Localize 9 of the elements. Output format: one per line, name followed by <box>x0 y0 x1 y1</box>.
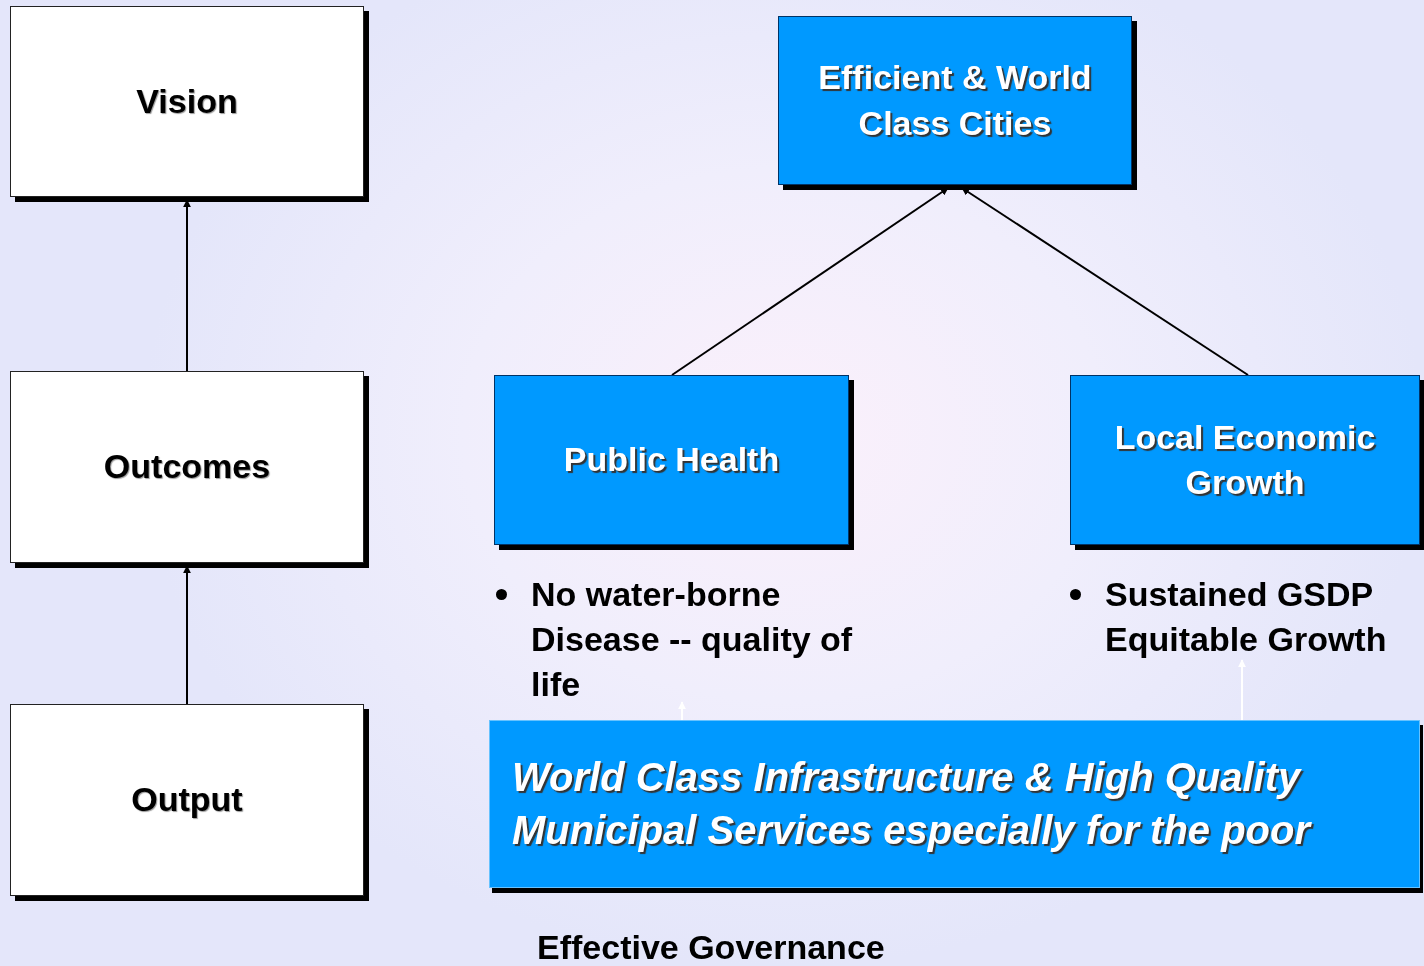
footer-label: Effective Governance <box>537 928 885 966</box>
arrow <box>678 701 686 721</box>
arrow <box>961 187 1249 376</box>
arrow <box>183 199 191 372</box>
bullet-text: Sustained GSDP Equitable Growth <box>1105 574 1388 661</box>
bullet-text: No water-borne Disease -- quality of life <box>531 574 854 706</box>
arrow <box>183 565 191 705</box>
arrow <box>1238 659 1246 721</box>
arrow <box>671 187 949 376</box>
